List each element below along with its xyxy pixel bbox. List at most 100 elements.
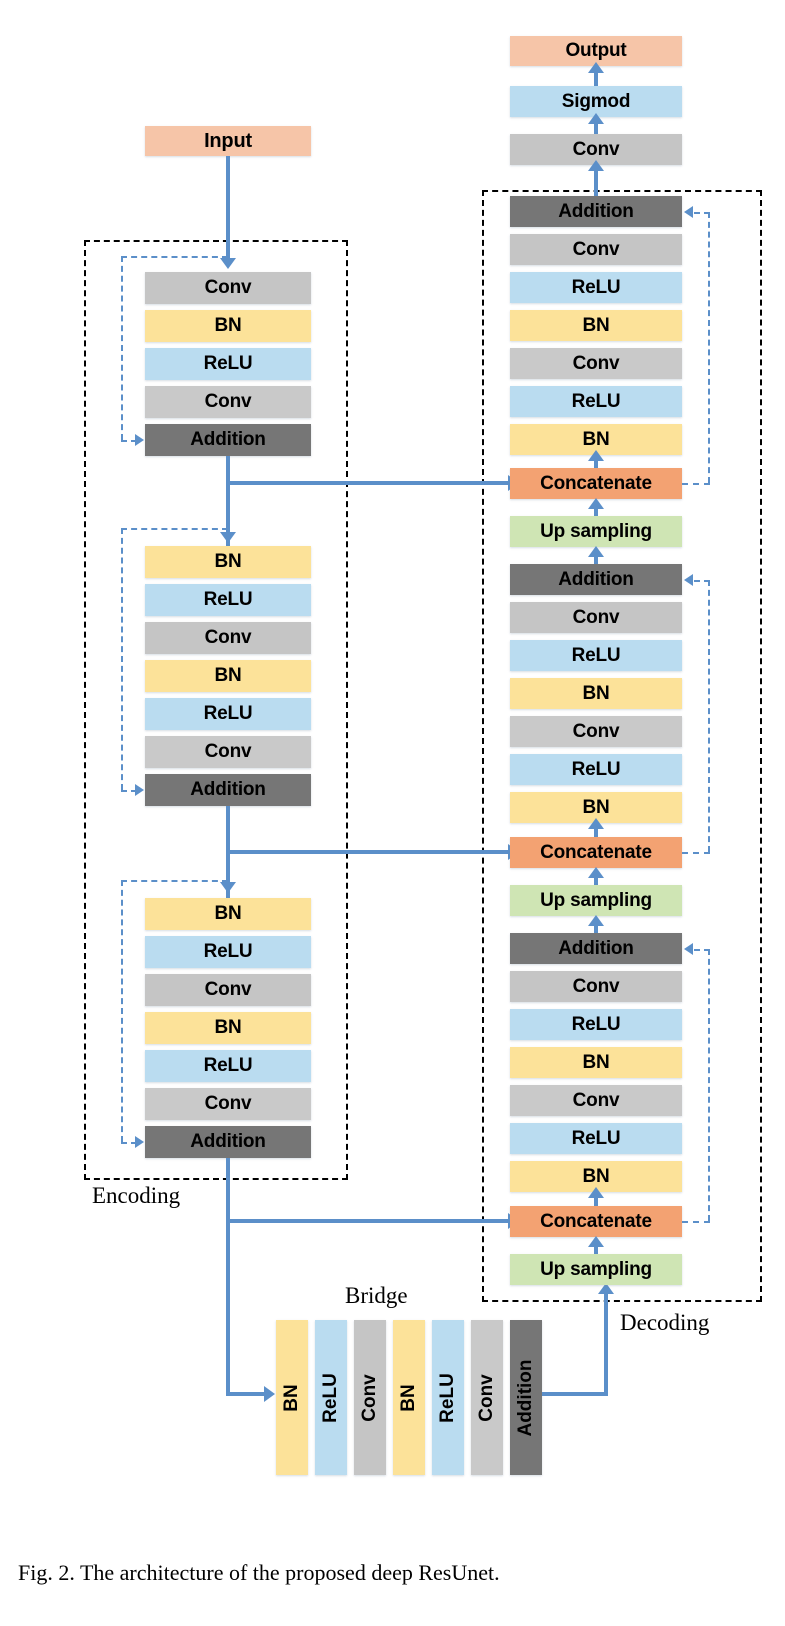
bridge-layer-relu-2-label: ReLU: [437, 1372, 458, 1423]
arrowhead-dec2-up-to-cat: [588, 867, 604, 878]
output-block[interactable]: Output: [510, 36, 682, 66]
dec2-layer-concatenate[interactable]: Concatenate: [510, 837, 682, 868]
enc3-skip-arrowhead: [135, 1136, 144, 1148]
skip-enc1-to-dec1: [226, 481, 511, 485]
enc1-layer-relu-1[interactable]: ReLU: [145, 348, 311, 380]
enc2-layer-conv-2[interactable]: Conv: [145, 736, 311, 768]
skip-enc2-to-dec2: [226, 850, 511, 854]
dec1-layer-conv-2[interactable]: Conv: [510, 348, 682, 379]
arrowhead-dec3add-to-dec2up: [588, 915, 604, 926]
dec3-layer-up-sampling[interactable]: Up sampling: [510, 1254, 682, 1285]
dec3-layer-relu-1[interactable]: ReLU: [510, 1009, 682, 1040]
bridge-layer-conv-1-label: Conv: [359, 1373, 380, 1422]
enc2-layer-bn-2[interactable]: BN: [145, 660, 311, 692]
enc2-layer-addition[interactable]: Addition: [145, 774, 311, 806]
dec3-layer-addition[interactable]: Addition: [510, 933, 682, 964]
connector-input-to-enc1: [226, 156, 230, 261]
enc2-skip-bottom: [121, 790, 137, 792]
bridge-layer-relu-1[interactable]: ReLU: [315, 1320, 347, 1475]
dec2-skip-bottom: [682, 852, 710, 854]
dec1-layer-bn-2[interactable]: BN: [510, 424, 682, 455]
dec3-layer-conv-2[interactable]: Conv: [510, 1085, 682, 1116]
decoder-final-conv-block[interactable]: Conv: [510, 134, 682, 165]
dec2-layer-bn-1[interactable]: BN: [510, 678, 682, 709]
enc3-layer-relu-2[interactable]: ReLU: [145, 1050, 311, 1082]
enc3-skip-top: [121, 880, 228, 882]
dec1-layer-up-sampling[interactable]: Up sampling: [510, 516, 682, 547]
arrowhead-sigmoid-to-output: [588, 62, 604, 73]
enc1-layer-bn-1[interactable]: BN: [145, 310, 311, 342]
dec2-layer-up-sampling[interactable]: Up sampling: [510, 885, 682, 916]
bridge-layer-bn-1[interactable]: BN: [276, 1320, 308, 1475]
dec1-skip-bottom: [682, 483, 710, 485]
bridge-layer-conv-2[interactable]: Conv: [471, 1320, 503, 1475]
bridge-layer-conv-1[interactable]: Conv: [354, 1320, 386, 1475]
dec3-layer-bn-1[interactable]: BN: [510, 1047, 682, 1078]
enc3-layer-conv-1[interactable]: Conv: [145, 974, 311, 1006]
dec1-layer-conv-1[interactable]: Conv: [510, 234, 682, 265]
connector-dec2-cat-to-bn: [594, 826, 598, 838]
enc1-skip-side: [121, 256, 123, 440]
arrowhead-input-to-enc1: [220, 258, 236, 269]
dec3-skip-top: [694, 949, 710, 951]
bridge-layer-addition[interactable]: Addition: [510, 1320, 542, 1475]
arrowhead-conv-to-sigmoid: [588, 113, 604, 124]
dec3-skip-arrowhead: [684, 943, 693, 955]
dec1-layer-concatenate[interactable]: Concatenate: [510, 468, 682, 499]
decoder-sigmoid-block[interactable]: Sigmod: [510, 86, 682, 117]
bridge-layer-relu-2[interactable]: ReLU: [432, 1320, 464, 1475]
enc2-layer-conv-1[interactable]: Conv: [145, 622, 311, 654]
dec2-layer-relu-2[interactable]: ReLU: [510, 754, 682, 785]
enc3-layer-addition[interactable]: Addition: [145, 1126, 311, 1158]
arrowhead-dec1-cat-to-bn: [588, 450, 604, 461]
enc1-layer-conv-2[interactable]: Conv: [145, 386, 311, 418]
dec3-layer-concatenate[interactable]: Concatenate: [510, 1206, 682, 1237]
dec1-skip-top: [694, 212, 710, 214]
dec3-layer-bn-2[interactable]: BN: [510, 1161, 682, 1192]
dec2-layer-relu-1[interactable]: ReLU: [510, 640, 682, 671]
enc3-skip-side: [121, 880, 123, 1142]
enc1-skip-arrowhead: [135, 434, 144, 446]
dec1-layer-relu-2[interactable]: ReLU: [510, 386, 682, 417]
enc2-layer-relu-2[interactable]: ReLU: [145, 698, 311, 730]
enc3-layer-bn-1[interactable]: BN: [145, 898, 311, 930]
arrowhead-dec2add-to-dec1up: [588, 546, 604, 557]
dec3-layer-conv-1[interactable]: Conv: [510, 971, 682, 1002]
dec1-layer-addition[interactable]: Addition: [510, 196, 682, 227]
enc1-layer-conv-1[interactable]: Conv: [145, 272, 311, 304]
connector-dec1-cat-to-bn: [594, 458, 598, 470]
bridge-layer-bn-2[interactable]: BN: [393, 1320, 425, 1475]
input-block[interactable]: Input: [145, 126, 311, 156]
dec2-layer-conv-1[interactable]: Conv: [510, 602, 682, 633]
dec1-layer-relu-1[interactable]: ReLU: [510, 272, 682, 303]
connector-bridge-out-h: [542, 1392, 608, 1396]
decoding-group-box: [482, 190, 762, 1302]
enc2-layer-bn-1[interactable]: BN: [145, 546, 311, 578]
enc2-layer-relu-1[interactable]: ReLU: [145, 584, 311, 616]
arrowhead-dec1-up-to-cat: [588, 498, 604, 509]
decoding-label: Decoding: [620, 1310, 710, 1335]
enc1-skip-top: [121, 256, 228, 258]
dec1-skip-side: [708, 212, 710, 483]
connector-dec3-up-to-cat: [594, 1244, 598, 1256]
encoding-group-box: [84, 240, 348, 1180]
connector-bridge-out-v: [604, 1292, 608, 1394]
enc3-layer-relu-1[interactable]: ReLU: [145, 936, 311, 968]
enc3-layer-conv-2[interactable]: Conv: [145, 1088, 311, 1120]
connector-dec2add-to-dec1up: [594, 554, 598, 566]
dec2-layer-addition[interactable]: Addition: [510, 564, 682, 595]
dec2-layer-conv-2[interactable]: Conv: [510, 716, 682, 747]
enc3-layer-bn-2[interactable]: BN: [145, 1012, 311, 1044]
enc1-layer-addition[interactable]: Addition: [145, 424, 311, 456]
dec1-layer-bn-1[interactable]: BN: [510, 310, 682, 341]
connector-conv-to-sigmoid: [594, 121, 598, 137]
dec2-layer-bn-2[interactable]: BN: [510, 792, 682, 823]
connector-to-bridge-h: [226, 1392, 268, 1396]
dec3-layer-relu-2[interactable]: ReLU: [510, 1123, 682, 1154]
arrowhead-dec2-cat-to-bn: [588, 818, 604, 829]
connector-dec2-up-to-cat: [594, 875, 598, 887]
connector-dec3-cat-to-bn: [594, 1195, 598, 1207]
arrowhead-to-bridge: [264, 1386, 275, 1402]
arrowhead-enc1-down: [220, 532, 236, 543]
